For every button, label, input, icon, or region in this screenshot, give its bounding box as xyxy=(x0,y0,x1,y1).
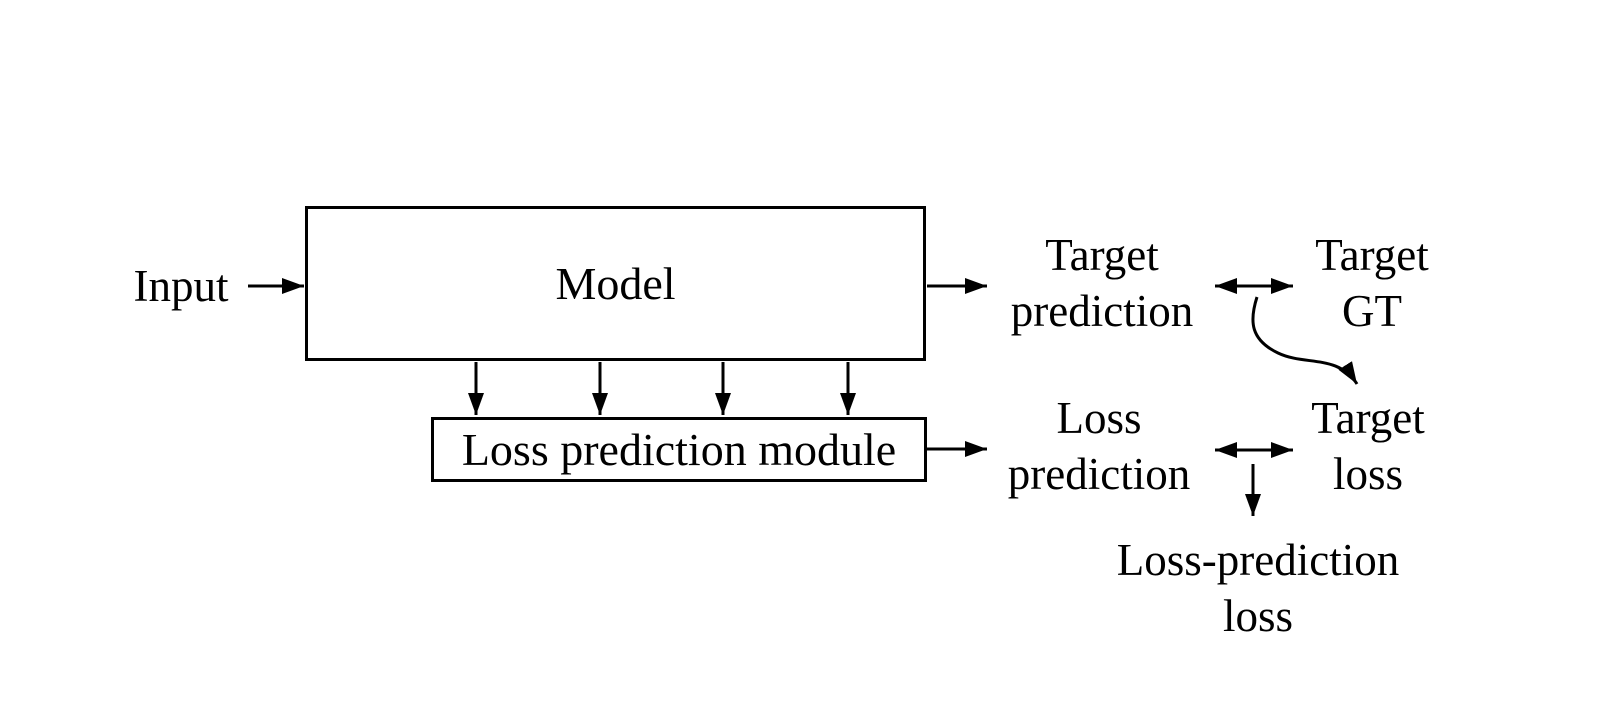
target-loss-line2: loss xyxy=(1332,449,1404,499)
target-prediction-label: Target prediction xyxy=(942,227,1262,339)
target-gt-line2: GT xyxy=(1342,286,1402,336)
model-box-label: Model xyxy=(555,257,676,309)
model-box: Model xyxy=(305,206,926,361)
loss-prediction-line2: prediction xyxy=(1007,449,1191,499)
target-prediction-line1: Target xyxy=(1045,230,1159,280)
target-prediction-line2: prediction xyxy=(1010,286,1194,336)
target-gt-line1: Target xyxy=(1315,230,1429,280)
loss-prediction-loss-line1: Loss-prediction xyxy=(1116,535,1400,585)
loss-prediction-loss-label: Loss-prediction loss xyxy=(1073,532,1443,644)
loss-prediction-line1: Loss xyxy=(1056,393,1142,443)
loss-prediction-label: Loss prediction xyxy=(939,390,1259,502)
loss-prediction-loss-line2: loss xyxy=(1222,591,1294,641)
target-loss-curved-arrow xyxy=(1251,296,1359,385)
target-loss-label: Target loss xyxy=(1258,390,1478,502)
input-label: Input xyxy=(133,261,229,311)
loss-prediction-module-box: Loss prediction module xyxy=(431,417,927,482)
target-loss-line1: Target xyxy=(1311,393,1425,443)
loss-prediction-module-label: Loss prediction module xyxy=(461,423,897,475)
target-gt-label: Target GT xyxy=(1262,227,1482,339)
